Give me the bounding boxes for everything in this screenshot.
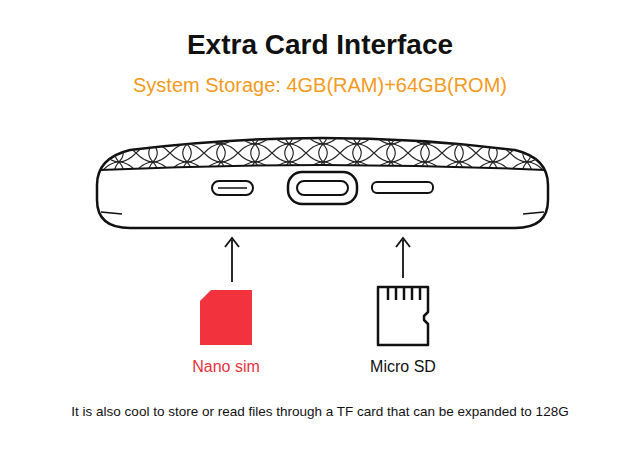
part-label: Nano sim bbox=[192, 358, 260, 376]
title-text: Extra Card Interface bbox=[187, 29, 453, 61]
sd-slot bbox=[372, 182, 433, 193]
caption-text: It is also cool to store or read files t… bbox=[71, 404, 568, 420]
pointer-arrows bbox=[225, 238, 410, 282]
micro-sd-icon bbox=[378, 287, 428, 345]
storage-spec: System Storage: 4GB(RAM)+64GB(ROM) bbox=[133, 74, 507, 97]
part-label: Micro SD bbox=[370, 358, 436, 376]
usb-c-port bbox=[288, 172, 357, 204]
device-body bbox=[90, 120, 550, 228]
sim-slot bbox=[212, 181, 253, 195]
nano-sim-icon bbox=[200, 290, 252, 345]
